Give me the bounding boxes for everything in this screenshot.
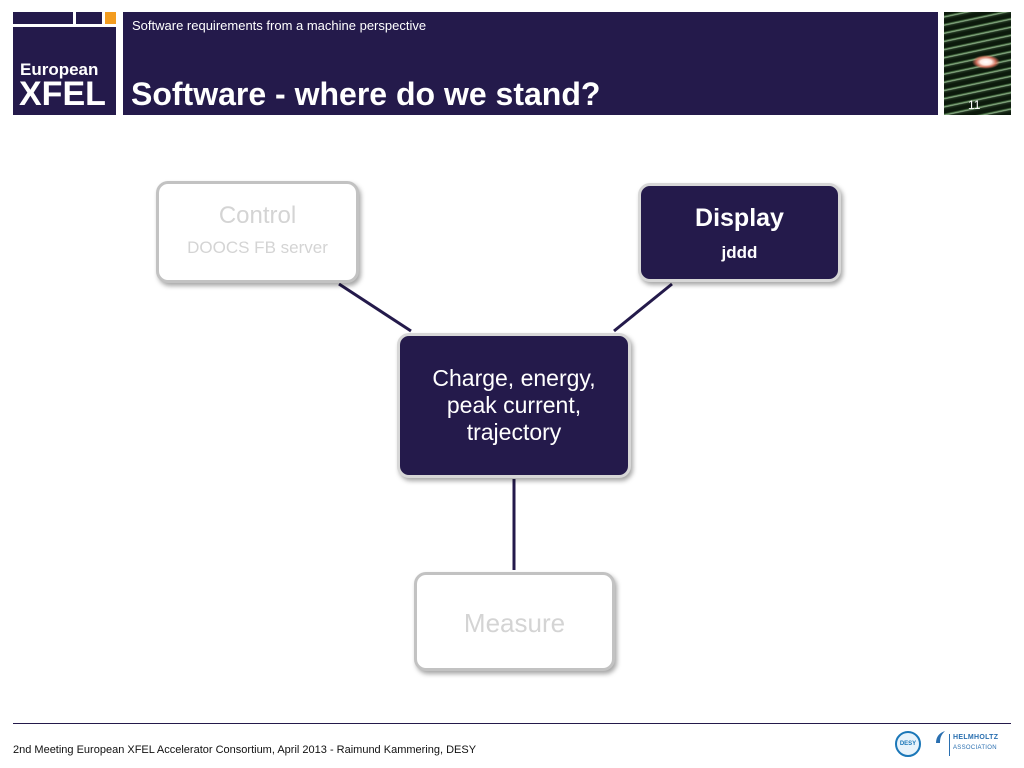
node-display-subtitle: jddd xyxy=(721,243,758,262)
footer-divider xyxy=(13,723,1011,724)
helmholtz-logo: HELMHOLTZ ASSOCIATION xyxy=(934,730,1006,758)
node-display-title: Display xyxy=(695,204,784,232)
slide-title: Software - where do we stand? xyxy=(131,76,601,112)
edge-center-control xyxy=(338,282,412,333)
node-center-text: Charge, energy, peak current, trajectory xyxy=(432,365,596,445)
helmholtz-word: HELMHOLTZ xyxy=(953,734,999,741)
footer-text: 2nd Meeting European XFEL Accelerator Co… xyxy=(13,744,477,756)
helmholtz-divider xyxy=(949,734,950,756)
european-xfel-logo: European XFEL xyxy=(13,27,116,115)
logo-european-text: European xyxy=(20,60,99,79)
node-measure: Measure xyxy=(414,572,615,671)
node-control: Control DOOCS FB server xyxy=(156,181,359,283)
page-number: 11 xyxy=(968,98,981,112)
logo-square-accent xyxy=(105,12,116,24)
node-control-subtitle: DOOCS FB server xyxy=(187,238,328,257)
logo-xfel-text: XFEL xyxy=(19,75,106,113)
node-control-title: Control xyxy=(218,202,297,229)
desy-logo: DESY xyxy=(895,731,921,757)
title-bar: Software requirements from a machine per… xyxy=(123,12,938,115)
node-measure-title: Measure xyxy=(463,608,566,638)
helmholtz-sub: ASSOCIATION xyxy=(953,745,997,751)
edge-center-display xyxy=(613,282,673,333)
helmholtz-mark-icon xyxy=(936,731,945,743)
node-display: Display jddd xyxy=(638,183,841,282)
slide-subtitle: Software requirements from a machine per… xyxy=(132,18,427,33)
node-center: Charge, energy, peak current, trajectory xyxy=(397,333,631,478)
logo-square-2 xyxy=(76,12,102,24)
logo-square-1 xyxy=(13,12,73,24)
accelerator-photo xyxy=(944,12,1011,115)
desy-logo-text: DESY xyxy=(899,741,917,747)
